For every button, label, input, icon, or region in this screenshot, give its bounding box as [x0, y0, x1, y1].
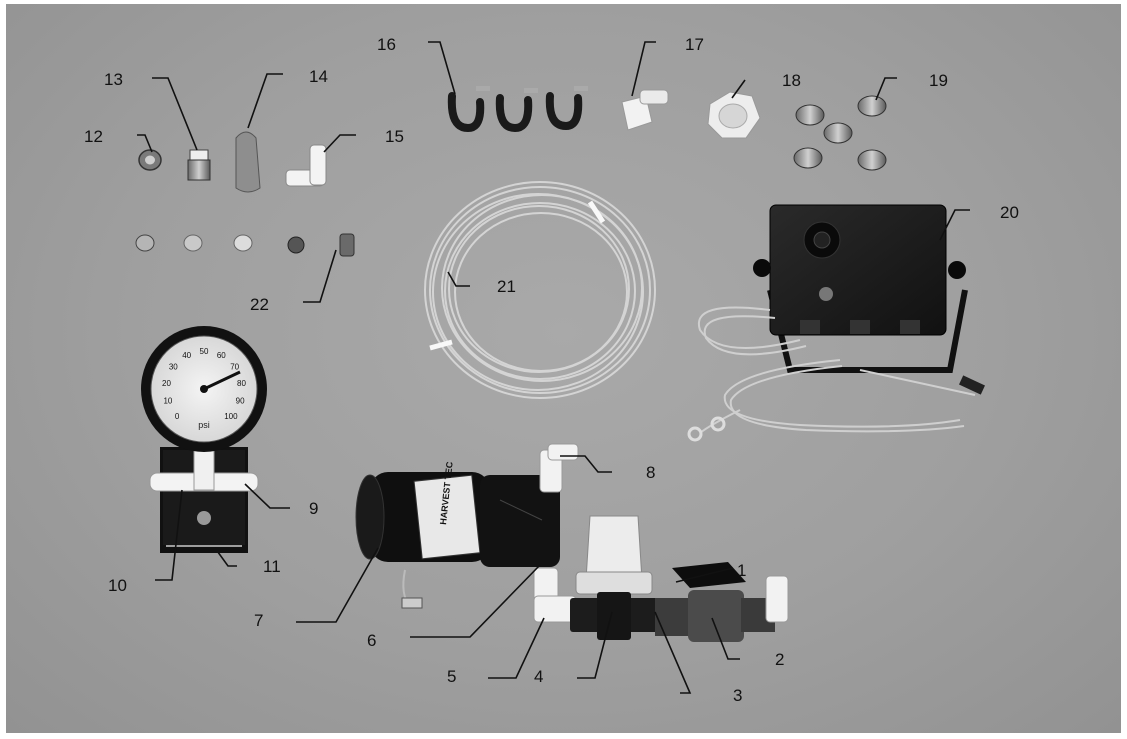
- part-1-2-3-valve: [655, 562, 789, 642]
- callout-20: 20: [1000, 203, 1019, 222]
- callout-5: 5: [447, 667, 457, 686]
- part-4-filter: [570, 515, 658, 640]
- callout-15: 15: [385, 127, 404, 146]
- callout-7: 7: [254, 611, 264, 630]
- part-8-elbow: [539, 443, 579, 493]
- part-12-nut: [138, 149, 162, 171]
- part-15-elbow: [285, 144, 327, 187]
- callout-9: 9: [309, 499, 319, 518]
- gauge-tick-10: 10: [163, 397, 172, 406]
- gauge-tick-0: 0: [175, 412, 180, 421]
- callout-leader-lines: [137, 41, 970, 694]
- callout-1: 1: [737, 561, 747, 580]
- control-box-cables: [697, 306, 976, 434]
- part-21-wire-coil: [424, 181, 656, 399]
- gauge-tick-90: 90: [236, 397, 245, 406]
- gauge-tick-20: 20: [162, 379, 171, 388]
- callout-12: 12: [84, 127, 103, 146]
- ring-terminals: [687, 375, 985, 442]
- part-22-tip: [339, 233, 355, 257]
- part-7-pump: [355, 472, 560, 609]
- part-14-sleeve: [235, 131, 261, 193]
- gauge-tick-100: 100: [224, 412, 238, 421]
- gauge-tick-60: 60: [217, 351, 226, 360]
- callout-18: 18: [782, 71, 801, 90]
- callout-11: 11: [263, 557, 281, 576]
- gauge-tick-70: 70: [230, 363, 239, 372]
- part-20-control-box: [753, 204, 968, 373]
- callout-6: 6: [367, 631, 377, 650]
- callout-21: 21: [497, 277, 516, 296]
- gauge-tick-40: 40: [182, 351, 191, 360]
- callout-13: 13: [104, 70, 123, 89]
- callout-17: 17: [685, 35, 704, 54]
- gauge-unit-label: psi: [198, 420, 210, 430]
- spray-tips-row: [135, 233, 355, 257]
- callout-8: 8: [646, 463, 656, 482]
- callout-2: 2: [775, 650, 785, 669]
- callout-14: 14: [309, 67, 328, 86]
- callout-19: 19: [929, 71, 948, 90]
- part-13-fitting: [187, 149, 211, 181]
- part-16-cable-clamps: [447, 92, 583, 133]
- pressure-gauge-assembly: [141, 326, 267, 553]
- gauge-tick-labels: 010 20 30 40 50 60 70 80 90 100: [162, 347, 246, 421]
- callout-4: 4: [534, 667, 544, 686]
- gauge-tick-80: 80: [237, 379, 246, 388]
- hex-nut: [707, 91, 761, 139]
- part-5-6-elbows: [533, 567, 577, 623]
- callout-16: 16: [377, 35, 396, 54]
- part-17-barb: [621, 89, 669, 131]
- part-18-19-hose-clamps: [793, 95, 887, 171]
- gauge-tick-50: 50: [200, 347, 209, 356]
- gauge-tick-30: 30: [169, 363, 178, 372]
- callout-3: 3: [733, 686, 743, 705]
- callout-22: 22: [250, 295, 269, 314]
- callout-10: 10: [108, 576, 127, 595]
- coil-ties: [429, 200, 606, 351]
